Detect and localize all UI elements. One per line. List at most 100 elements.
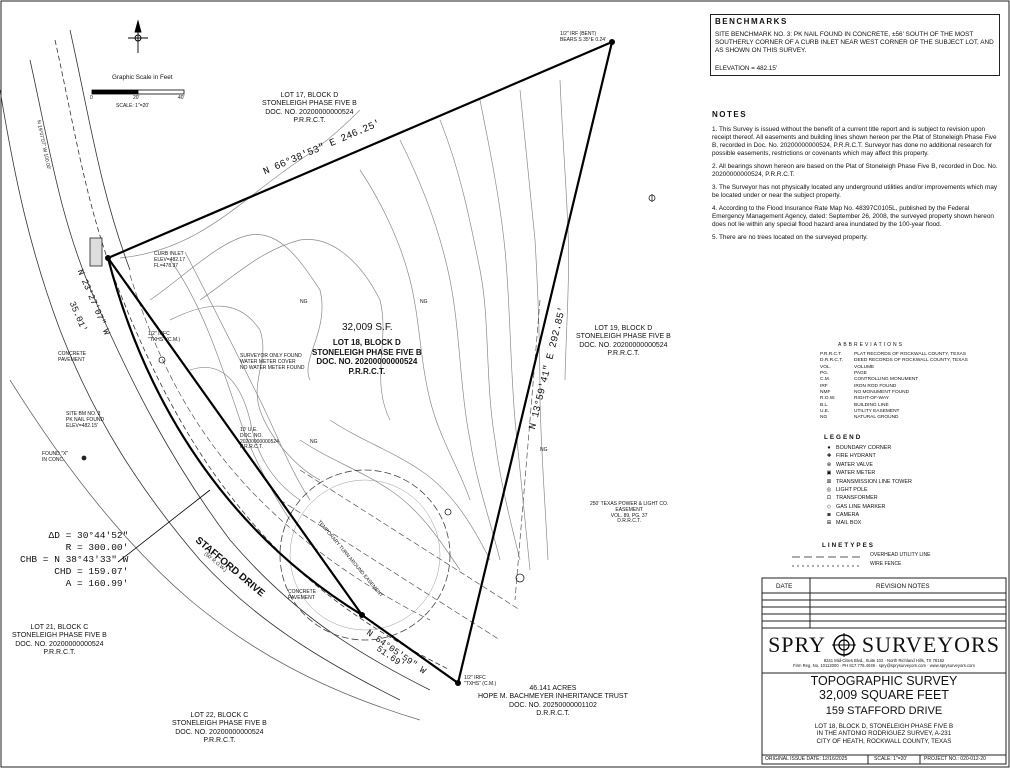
legend-symbol-icon: ⊗: [826, 461, 832, 468]
legend-label: GAS LINE MARKER: [836, 503, 886, 510]
legend-symbol-icon: ⊞: [826, 520, 832, 527]
abbreviation-code: R.O.W.: [820, 396, 836, 402]
linetype-ohu: OVERHEAD UTILITY LINE: [870, 552, 931, 558]
abbreviations-list: P.R.R.C.T.PLAT RECORDS OF ROCKWALL COUNT…: [820, 352, 990, 422]
note-item: 4. According to the Flood Insurance Rate…: [712, 205, 994, 228]
legend-label: WATER VALVE: [836, 461, 873, 468]
irfc-top-note: 1/2" IRFC"TXHS" (C.M.): [148, 331, 181, 343]
site-symbols: [81, 194, 656, 583]
legend-row: ⊗ WATER VALVE: [822, 461, 992, 469]
crosshair-logo-icon: [831, 633, 856, 657]
abbreviation-row: PG.PAGE: [820, 371, 990, 377]
abbreviation-row: C.M. CONTROLLING MONUMENT: [820, 377, 990, 383]
brand-right: SURVEYORS: [861, 632, 1000, 657]
abbreviation-meaning: RIGHT-OF-WAY: [854, 396, 889, 402]
abbreviation-code: C.M.: [820, 377, 831, 383]
legend-label: TRANSFORMER: [836, 495, 878, 502]
easement-lines: [129, 274, 541, 641]
abbreviation-meaning: VOLUME: [854, 364, 875, 370]
boundary-corners: [105, 39, 615, 686]
legend-symbol-icon: ◇: [826, 503, 832, 510]
legend-row: ●BOUNDARY CORNER: [822, 444, 992, 452]
legend-label: LIGHT POLE: [836, 486, 868, 493]
notes-title: NOTES: [712, 110, 748, 119]
abbreviation-row: VOL. VOLUME: [820, 365, 990, 371]
abbreviation-code: NG: [820, 415, 828, 421]
legend-label: CAMERA: [836, 512, 860, 518]
title-block: TOPOGRAPHIC SURVEY 32,009 SQUARE FEET 15…: [762, 674, 1006, 746]
graphic-scale-bar: [91, 89, 185, 95]
company-address: 8241 Mid-Cities Blvd., Suite 102 · North…: [823, 658, 945, 663]
legend-symbol-icon: ◎: [826, 486, 832, 493]
scale-text: SCALE: 1"=20': [116, 103, 150, 109]
ng-marker: NG: [300, 299, 308, 305]
north-arrow-icon: [128, 19, 148, 53]
legend-symbol-icon: ⊡: [826, 495, 832, 502]
abbreviation-code: U.E.: [820, 408, 830, 414]
project-number: PROJECT NO.: 020-012-20: [924, 756, 986, 762]
linetypes-title: LINETYPES: [822, 542, 875, 549]
abbreviation-code: VOL.: [820, 364, 831, 370]
legend-row: ⊡ TRANSFORMER: [822, 494, 992, 502]
legend-label: TRANSMISSION LINE TOWER: [836, 478, 912, 485]
note-item: 2. All bearings shown hereon are based o…: [712, 163, 998, 178]
abbreviation-meaning: CONTROLLING MONUMENT: [854, 377, 919, 383]
abbreviation-row: NG NATURAL GROUND: [820, 415, 990, 421]
abbreviation-meaning: DEED RECORDS OF ROCKWALL COUNTY, TEXAS: [854, 358, 968, 364]
legend-label: FIRE HYDRANT: [836, 453, 876, 460]
abbreviation-code: IRF: [820, 383, 828, 389]
curve-leader: [117, 489, 211, 563]
abbreviation-meaning: BUILDING LINE: [854, 402, 889, 408]
legend-symbol-icon: ▣: [826, 470, 832, 477]
title-line-1: TOPOGRAPHIC SURVEY: [810, 674, 958, 688]
note-item: 5. There are no trees located on the sur…: [712, 234, 868, 241]
abbreviation-code: PG.: [820, 370, 829, 376]
note-item: 3. The Surveyor has not physically locat…: [712, 184, 998, 199]
curve-table: ΔD = 30°44'52" R = 300.00' CHB = N 38°43…: [20, 530, 129, 589]
company-firm: Firm Reg. No. 10112000 · PH 817.776.4049…: [793, 663, 975, 668]
scale-label: Graphic Scale in Feet: [112, 74, 173, 81]
street-lines: [0, 29, 451, 721]
company-logo: SPRY SURVEYORS 8241 Mid-Cities Blvd., Su…: [762, 630, 1006, 672]
abbreviation-row: B.L. BUILDING LINE: [820, 403, 990, 409]
irf-bent-note: 1/2" IRF (BENT)BEARS S 35°E 0.24': [560, 31, 607, 43]
abbreviation-row: P.R.R.C.T.PLAT RECORDS OF ROCKWALL COUNT…: [820, 352, 990, 358]
abbreviation-row: D.R.R.C.T.DEED RECORDS OF ROCKWALL COUNT…: [820, 358, 990, 364]
legend-label: BOUNDARY CORNER: [836, 445, 892, 451]
title-line-3: 159 STAFFORD DRIVE: [825, 704, 943, 717]
title-line-2: 32,009 SQUARE FEET: [819, 687, 949, 702]
legend-title: LEGEND: [824, 434, 863, 441]
abbreviations-title: ABBREVIATIONS: [838, 342, 904, 348]
legend-label: MAIL BOX: [836, 520, 862, 527]
legend-symbol-icon: ✚: [826, 453, 832, 460]
abbreviation-meaning: NATURAL GROUND: [854, 415, 899, 421]
linetype-fence: WIRE FENCE: [870, 561, 902, 567]
scale-tick-40: 40': [178, 95, 185, 101]
note-item: 1. This Survey is issued without the ben…: [712, 126, 997, 157]
benchmarks-box: BENCHMARKS SITE BENCHMARK NO. 3: PK NAIL…: [710, 14, 1000, 76]
abbreviation-code: B.L.: [820, 402, 829, 408]
abbreviation-meaning: PLAT RECORDS OF ROCKWALL COUNTY, TEXAS: [854, 352, 967, 357]
abbreviation-row: NMF NO MONUMENT FOUND: [820, 390, 990, 396]
ng-marker: NG: [310, 439, 318, 445]
revision-date-header: DATE: [776, 583, 793, 590]
benchmarks-text: SITE BENCHMARK NO. 3: PK NAIL FOUND IN C…: [715, 31, 994, 54]
abbreviation-row: U.E.UTILITY EASEMENT: [820, 409, 990, 415]
legend-list: ●BOUNDARY CORNER✚ FIRE HYDRANT ⊗ WATER VALV…: [822, 444, 992, 528]
legend-row: ▣WATER METER: [822, 469, 992, 477]
legend-symbol-icon: ◙: [827, 512, 831, 518]
area-label: 32,009 S.F.: [342, 322, 393, 333]
title-desc: LOT 18, BLOCK D, STONELEIGH PHASE FIVE B…: [814, 722, 954, 746]
abbreviation-row: R.O.W. RIGHT-OF-WAY: [820, 396, 990, 402]
abbreviation-code: NMF: [820, 389, 831, 395]
abbreviation-meaning: NO MONUMENT FOUND: [854, 389, 910, 395]
